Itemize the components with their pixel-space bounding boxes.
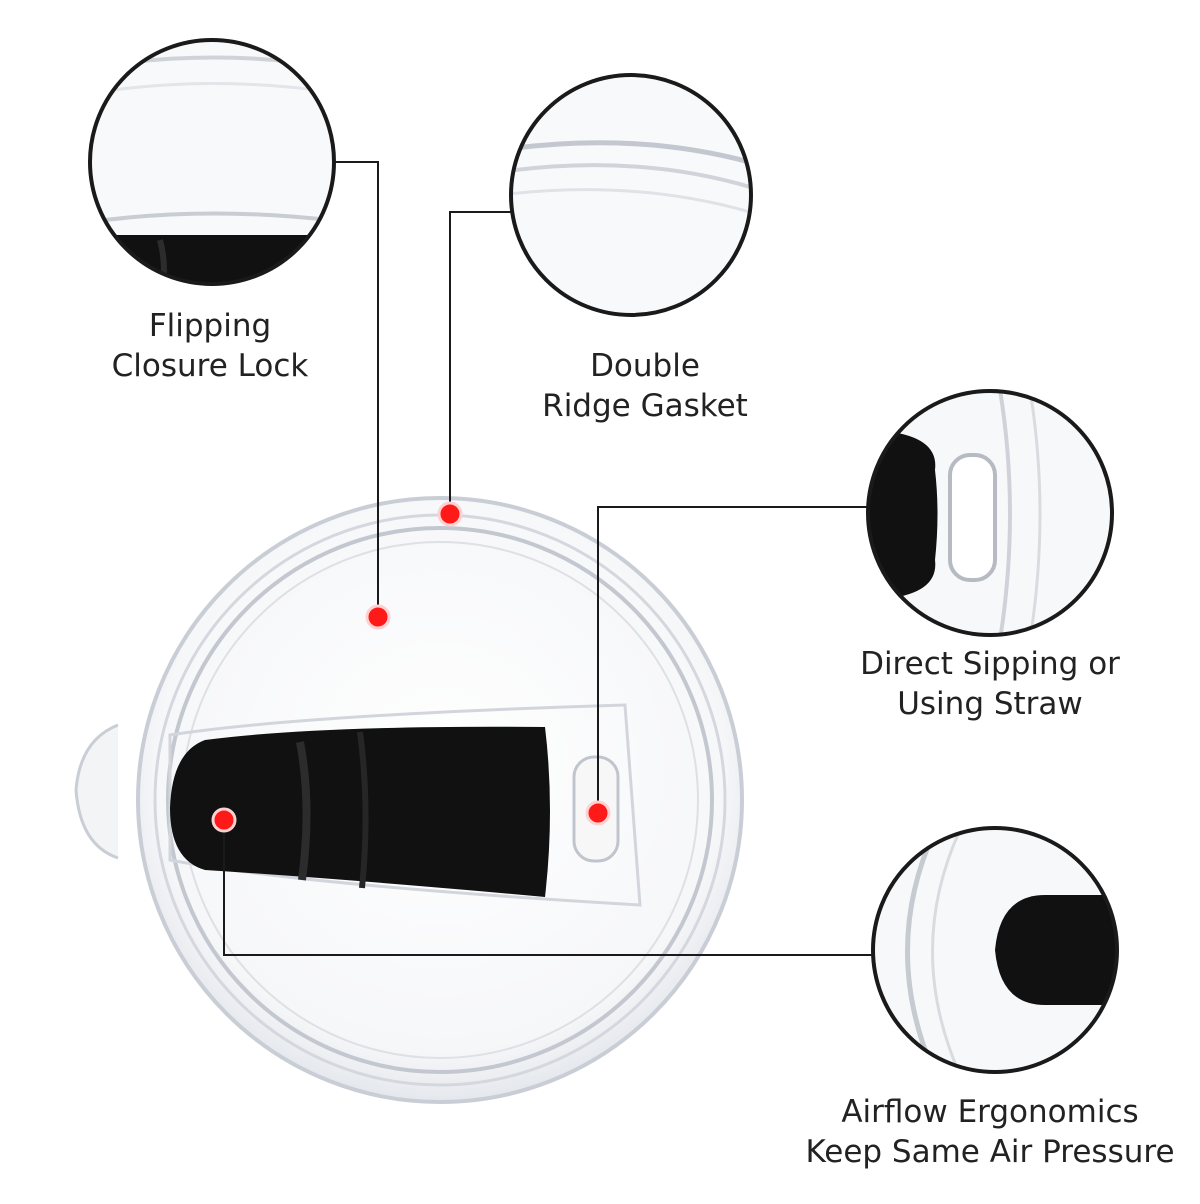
- callout-flipping-closure-lock: Flipping Closure Lock: [60, 306, 360, 386]
- lid-tab: [74, 723, 119, 860]
- callout-airflow-ergonomics: Airflow Ergonomics Keep Same Air Pressur…: [780, 1092, 1200, 1172]
- leader-line-gasket: [449, 211, 511, 513]
- leader-line-sip: [597, 506, 868, 813]
- callout-double-ridge-gasket: Double Ridge Gasket: [480, 346, 810, 426]
- leader-lines: [223, 161, 873, 956]
- callout-line: Double: [590, 348, 700, 384]
- slider-highlight: [296, 741, 311, 881]
- lid-gasket-ridge-inner: [166, 526, 714, 1074]
- callout-line: Keep Same Air Pressure: [805, 1134, 1175, 1170]
- slider-black[interactable]: [170, 726, 550, 897]
- zoom-double-ridge-gasket: [509, 73, 753, 317]
- callout-line: Flipping: [148, 308, 272, 344]
- callout-direct-sipping: Direct Sipping or Using Straw: [820, 644, 1160, 724]
- leader-line-flip: [334, 161, 379, 615]
- leader-line-air: [223, 820, 873, 956]
- marker-sip: [585, 800, 611, 826]
- slider-highlight-2: [357, 731, 369, 889]
- callout-line: Direct Sipping or: [860, 646, 1120, 682]
- callout-line: Using Straw: [897, 686, 1083, 722]
- zoom-direct-sipping: [866, 389, 1114, 637]
- zoom-airflow: [871, 826, 1119, 1074]
- slider-track: [168, 703, 642, 907]
- zoom-flipping-closure: [88, 38, 336, 286]
- marker-air: [211, 807, 237, 833]
- callout-line: Airflow Ergonomics: [841, 1094, 1139, 1130]
- markers: [211, 501, 611, 833]
- callout-line: Closure Lock: [111, 348, 309, 384]
- marker-gasket: [437, 501, 463, 527]
- callout-line: Ridge Gasket: [542, 388, 748, 424]
- marker-flip: [365, 604, 391, 630]
- tumbler-lid: [74, 496, 744, 1104]
